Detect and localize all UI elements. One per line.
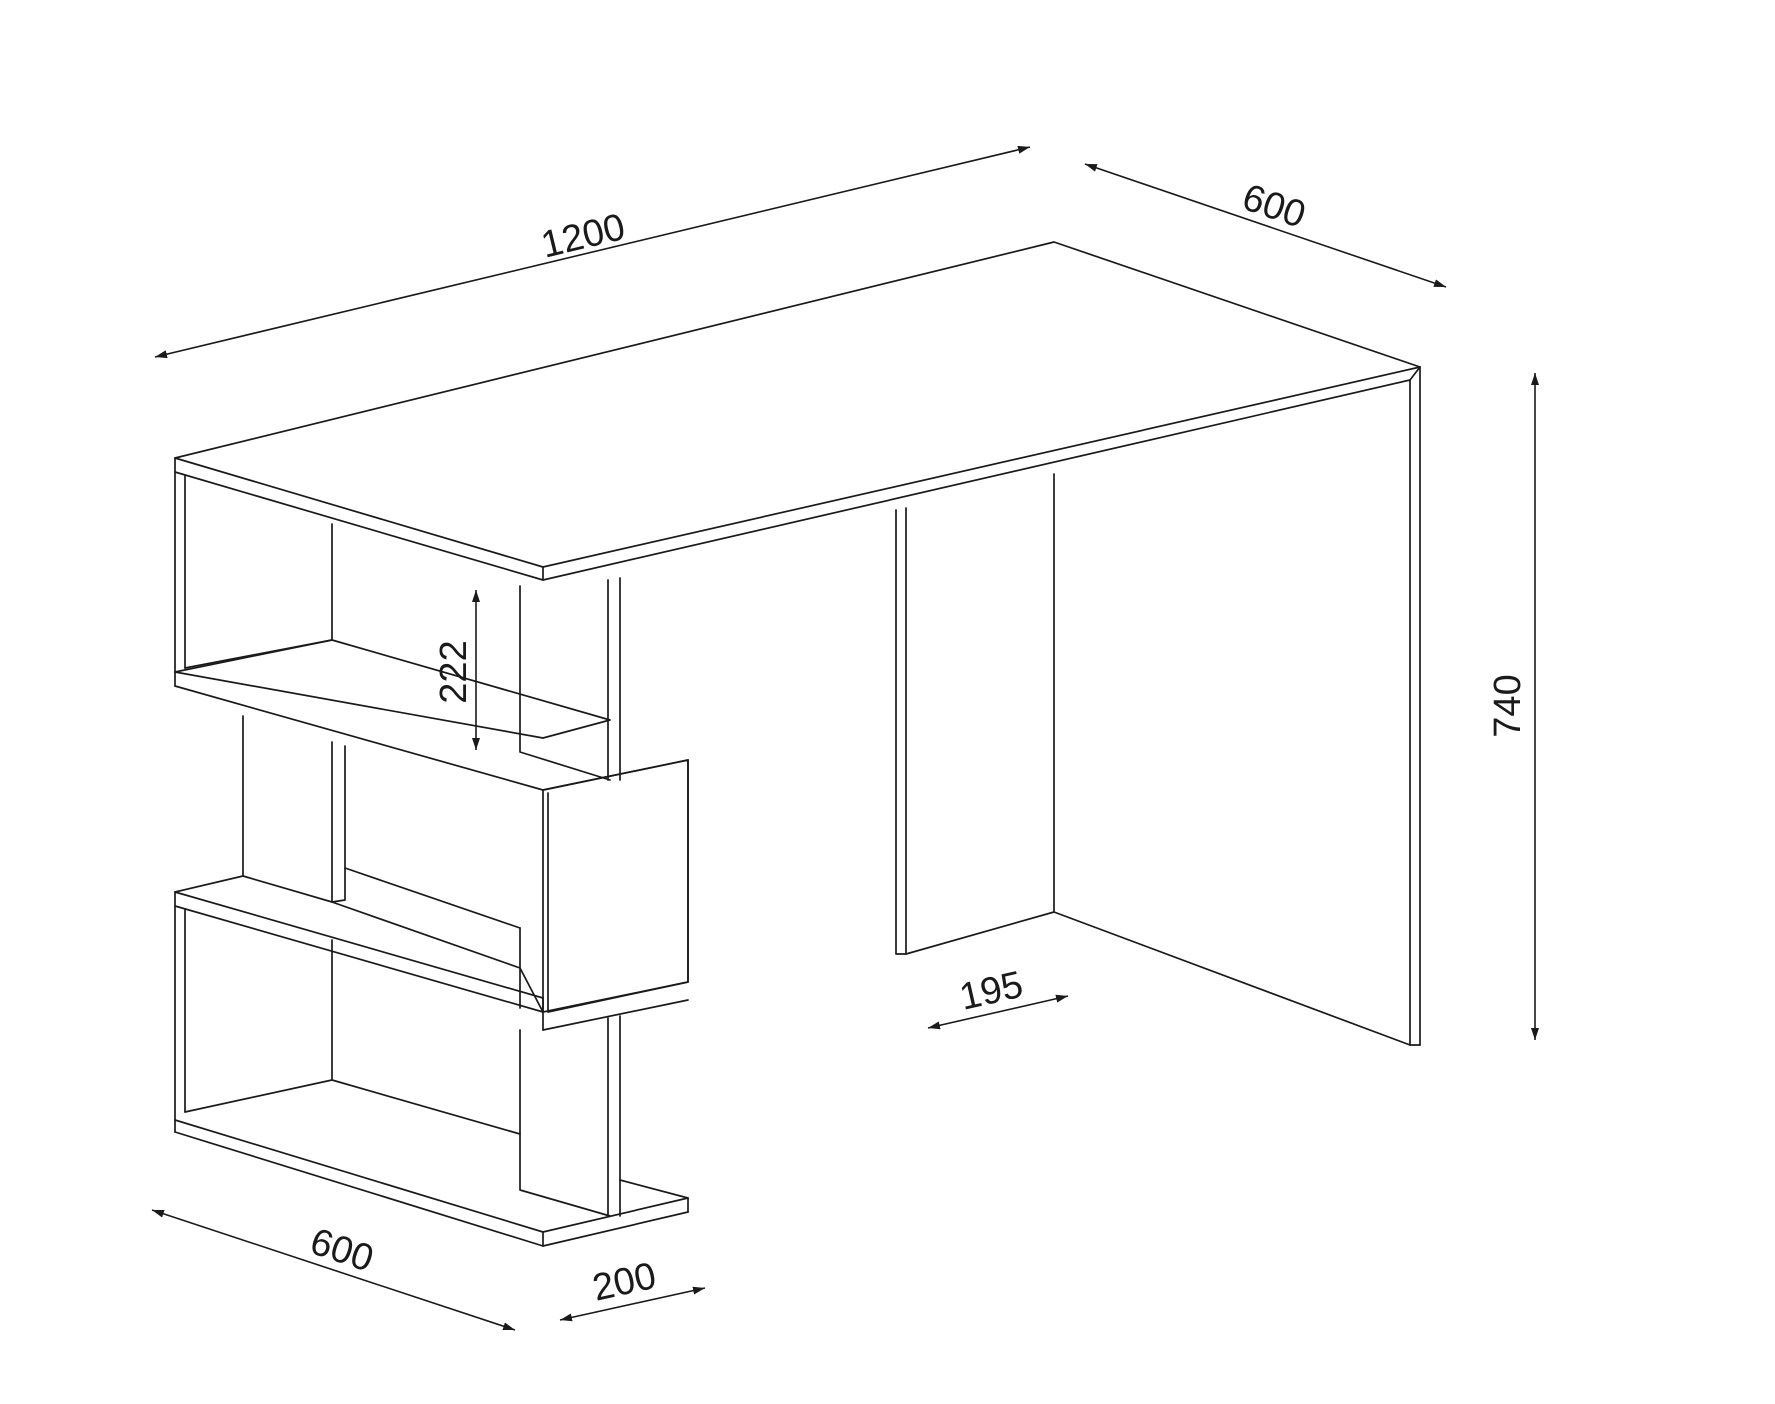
height-label: 740 — [1487, 674, 1529, 737]
shelf-depth-dimension-line — [151, 1209, 516, 1331]
shelf-depth-label: 600 — [305, 1221, 378, 1281]
right-leg-panel — [895, 366, 1421, 1046]
leg-width-label: 195 — [956, 964, 1027, 1019]
shelf-unit — [174, 471, 689, 1247]
width-dimension-line — [154, 145, 1031, 359]
shelf-width-label: 200 — [589, 1255, 660, 1310]
shelf-width-dimension-line — [559, 1286, 706, 1322]
dimension-labels: 1200 600 740 222 195 600 200 — [305, 177, 1529, 1310]
desk-top — [174, 241, 1421, 581]
shelf-height-label: 222 — [433, 640, 475, 703]
depth-top-dimension-line — [1084, 163, 1447, 288]
dimension-lines — [151, 145, 1539, 1331]
depth-top-label: 600 — [1237, 177, 1311, 237]
width-label: 1200 — [537, 206, 629, 267]
leg-width-dimension-line — [927, 994, 1069, 1030]
